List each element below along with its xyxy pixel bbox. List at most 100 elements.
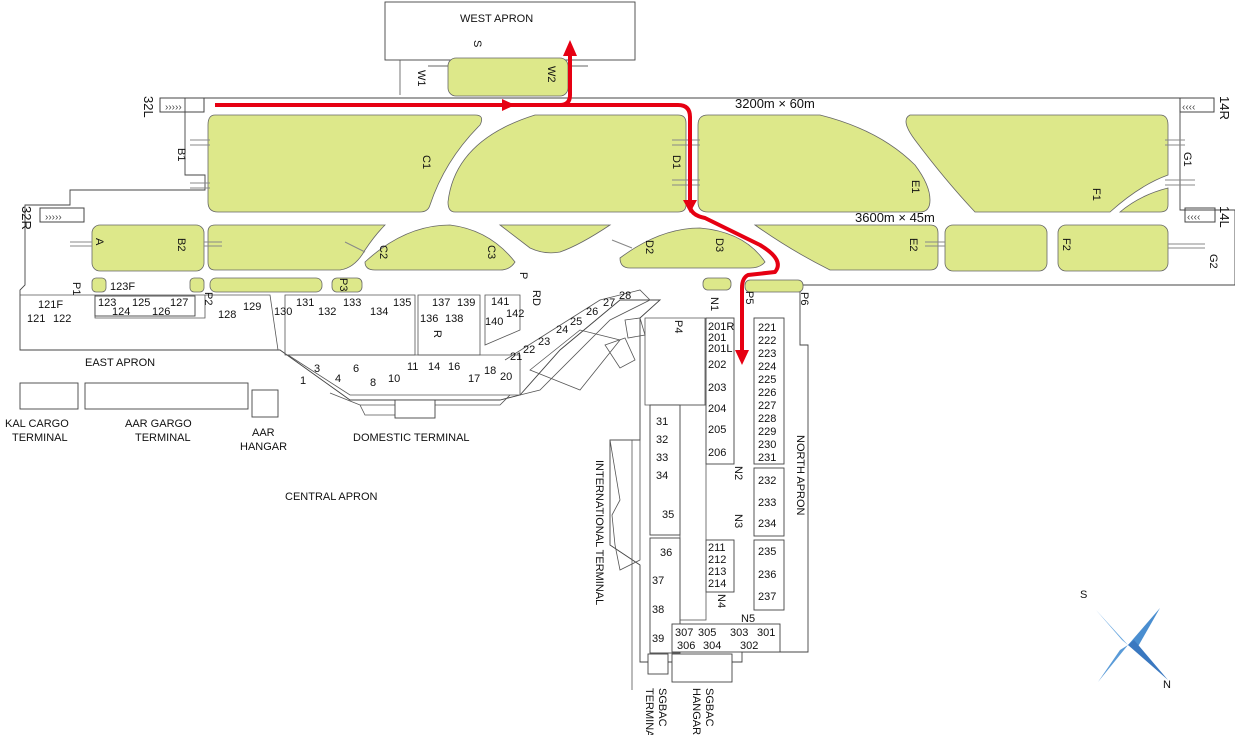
grass-p2: [189, 277, 205, 293]
stand-232: 232: [758, 475, 776, 487]
stand-123F: 123F: [110, 281, 135, 293]
stand-27: 27: [603, 297, 615, 309]
taxiway-c1: C1: [420, 155, 432, 169]
taxiway-b2: B2: [175, 238, 187, 251]
stand-17: 17: [468, 373, 480, 385]
stand-123: 123: [98, 297, 116, 309]
taxiway-p3: P3: [337, 278, 349, 291]
stand-230: 230: [758, 439, 776, 451]
runway-32l-label: 32L: [141, 96, 156, 118]
compass-s: S: [1080, 589, 1087, 601]
stand-25: 25: [570, 316, 582, 328]
stand-37: 37: [652, 575, 664, 587]
taxiway-g1: G1: [1181, 152, 1193, 167]
grass-f2-g2: [1057, 224, 1169, 272]
stand-304: 304: [703, 640, 721, 652]
runway-upper-dim: 3200m × 60m: [735, 96, 815, 111]
grass-c2-c3: [364, 224, 516, 271]
east-apron-label: EAST APRON: [85, 357, 155, 369]
taxiway-c2: C2: [377, 245, 389, 259]
taxiway-p2: P2: [202, 292, 214, 305]
stand-21: 21: [510, 351, 522, 363]
kal-cargo-label: KAL CARGO: [5, 418, 69, 430]
stand-236: 236: [758, 569, 776, 581]
stand-36: 36: [660, 547, 672, 559]
stands-232-234: [753, 467, 785, 537]
taxiway-d3: D3: [713, 238, 725, 252]
taxiway-p6: P6: [798, 292, 810, 305]
stand-39: 39: [652, 633, 664, 645]
stand-142: 142: [506, 308, 524, 320]
stand-306: 306: [677, 640, 695, 652]
stand-228: 228: [758, 413, 776, 425]
taxi-route-2: [560, 103, 780, 355]
stand-139: 139: [457, 297, 475, 309]
stand-128: 128: [218, 309, 236, 321]
stand-31: 31: [656, 416, 668, 428]
taxiway-p4: P4: [672, 320, 684, 333]
runway-32r-label: 32R: [19, 206, 34, 230]
stand-16: 16: [448, 361, 460, 373]
stand-201: 201: [708, 332, 726, 344]
stand-138: 138: [445, 313, 463, 325]
runway-32l-threshold: ›››››: [159, 97, 205, 113]
stand-labels: 121F 121 122 123F 123 124 125 126 127 12…: [27, 281, 776, 652]
stand-225: 225: [758, 374, 776, 386]
sgbac-terminal-label-2: TERMINAL: [643, 688, 655, 735]
stand-234: 234: [758, 518, 776, 530]
taxiway-d2: D2: [643, 240, 655, 254]
stand-301: 301: [757, 627, 775, 639]
stand-223: 223: [758, 348, 776, 360]
stand-302: 302: [740, 640, 758, 652]
international-terminal-label: INTERNATIONAL TERMINAL: [593, 460, 605, 605]
stand-34: 34: [656, 470, 668, 482]
stand-126: 126: [152, 306, 170, 318]
stand-35: 35: [662, 509, 674, 521]
stand-121F: 121F: [38, 299, 63, 311]
stand-201R: 201R: [708, 321, 734, 333]
aar-cargo-building: [84, 382, 249, 410]
grass-p5: [744, 279, 804, 293]
route-arrow-down: [735, 350, 749, 365]
stand-305: 305: [698, 627, 716, 639]
svg-text:‹‹‹‹: ‹‹‹‹: [1187, 212, 1200, 223]
stands-301-307: [671, 623, 781, 653]
taxiway-g2: G2: [1207, 254, 1219, 269]
sgbac-hangar-building: [671, 653, 733, 683]
grass-p2-p3: [209, 277, 323, 293]
runway-32r-threshold: ›››››: [39, 207, 85, 223]
kal-terminal-label: TERMINAL: [12, 432, 68, 444]
grass-p1: [91, 277, 107, 293]
stand-201L: 201L: [708, 343, 732, 355]
stand-18: 18: [484, 365, 496, 377]
stand-20: 20: [500, 371, 512, 383]
stand-14: 14: [428, 361, 440, 373]
west-apron-area: [384, 1, 636, 61]
taxiway-r: R: [431, 330, 443, 338]
taxiway-p1: P1: [70, 282, 82, 295]
stand-122: 122: [53, 313, 71, 325]
taxiway-e1: E1: [909, 180, 921, 193]
taxiway-s: S: [471, 40, 483, 47]
route-arrow-right: [502, 99, 515, 111]
stand-3: 3: [314, 363, 320, 375]
stand-133: 133: [343, 297, 361, 309]
stand-132: 132: [318, 306, 336, 318]
stand-8: 8: [370, 377, 376, 389]
stands-221-231: [753, 317, 785, 465]
stands-31-35: [649, 404, 681, 536]
route-arrow-up: [563, 40, 577, 56]
taxiway-a: A: [93, 238, 105, 246]
stand-129: 129: [243, 301, 261, 313]
stand-222: 222: [758, 335, 776, 347]
stand-121: 121: [27, 313, 45, 325]
aar-hangar-label-1: AAR: [252, 427, 275, 439]
grass-f1: [1118, 187, 1169, 213]
stand-24: 24: [556, 324, 568, 336]
stand-221: 221: [758, 322, 776, 334]
aar-cargo-label: AAR GARGO: [125, 418, 192, 430]
stand-10: 10: [388, 373, 400, 385]
stand-140: 140: [485, 316, 503, 328]
stand-229: 229: [758, 426, 776, 438]
stand-1: 1: [300, 375, 306, 387]
